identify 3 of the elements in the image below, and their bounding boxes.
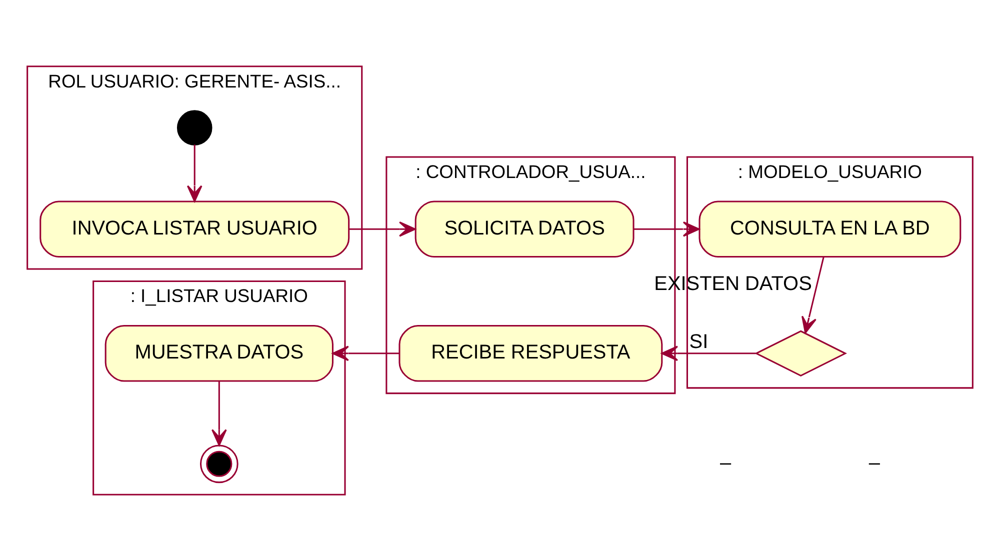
label: – bbox=[720, 452, 732, 474]
label: – bbox=[868, 452, 880, 474]
edge-label: SI bbox=[689, 330, 708, 352]
